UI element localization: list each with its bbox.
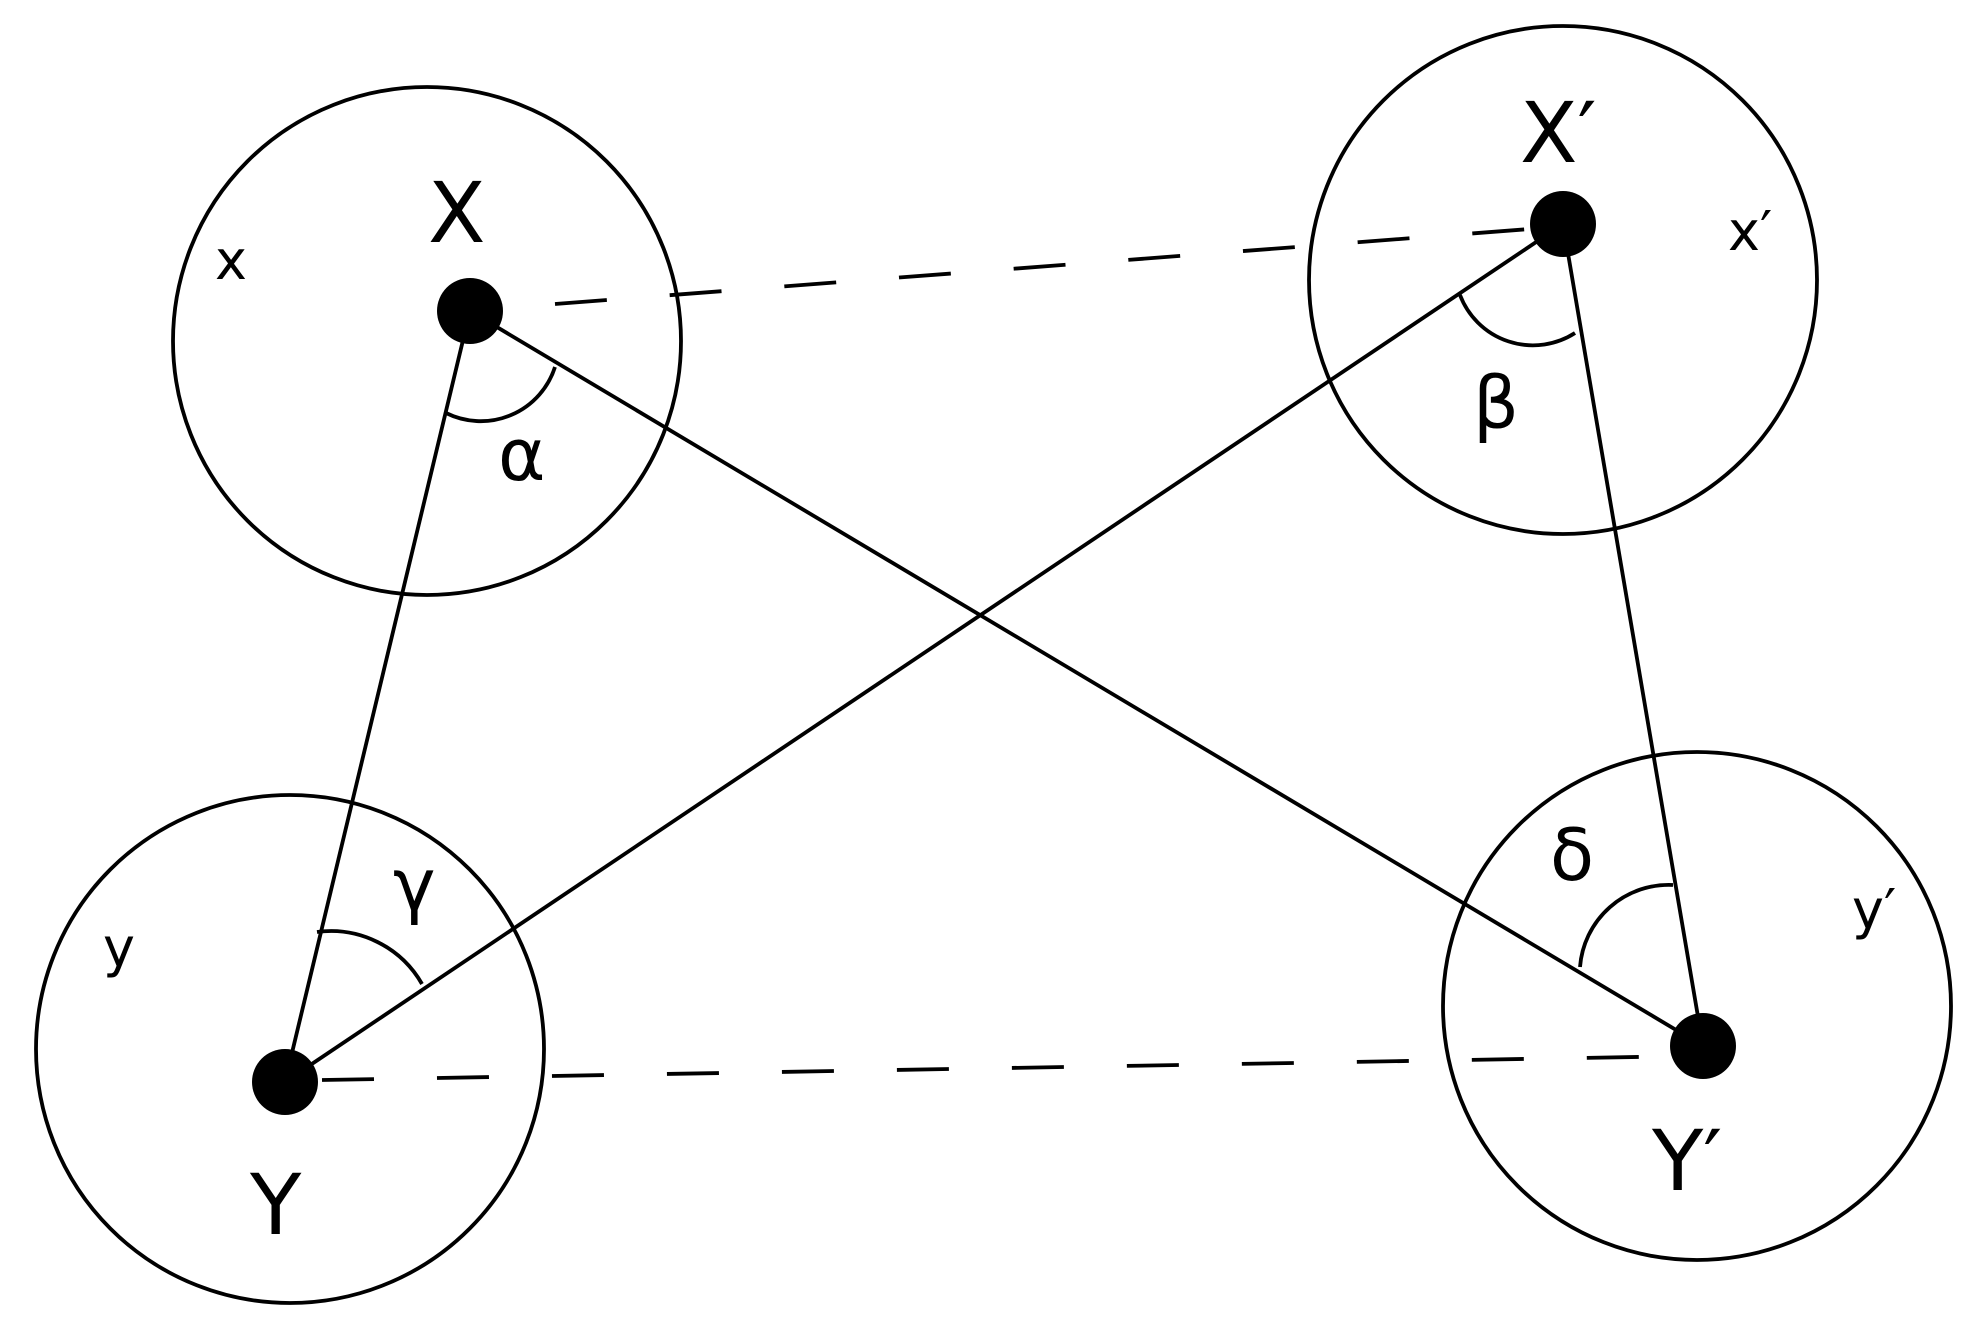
label-alpha: α <box>498 413 545 497</box>
circle-y-prime <box>1441 750 1953 1262</box>
label-Y: Y <box>249 1156 302 1254</box>
angle-arc-gamma <box>316 929 424 985</box>
circle-x-prime <box>1307 24 1819 536</box>
point-Y <box>252 1049 318 1115</box>
angle-arc-delta <box>1578 883 1674 968</box>
line-Xprime-Yprime <box>1561 223 1705 1047</box>
label-beta: β <box>1473 361 1519 445</box>
label-X: X <box>428 164 486 262</box>
line-Y-Xprime <box>283 222 1565 1084</box>
label-region-y-prime: y′ <box>1852 878 1896 941</box>
angle-arc-alpha <box>445 366 557 424</box>
point-X-prime <box>1530 191 1596 257</box>
line-X-Y <box>283 310 472 1083</box>
dashed-line-Y-Yprime <box>321 1054 1693 1082</box>
point-X <box>437 278 503 344</box>
dashed-line-X-Xprime <box>554 225 1557 306</box>
circle-x <box>171 85 683 597</box>
point-Y-prime <box>1670 1013 1736 1079</box>
label-gamma: γ <box>393 843 436 927</box>
label-delta: δ <box>1550 813 1594 897</box>
label-X-prime: X′ <box>1520 84 1597 182</box>
label-region-x-prime: x′ <box>1728 200 1772 263</box>
angle-arc-beta <box>1458 294 1577 348</box>
label-region-x: x <box>215 229 247 292</box>
label-Y-prime: Y′ <box>1651 1112 1722 1210</box>
line-X-Yprime <box>469 309 1704 1048</box>
circle-y <box>34 793 546 1305</box>
label-region-y: y <box>103 916 135 979</box>
